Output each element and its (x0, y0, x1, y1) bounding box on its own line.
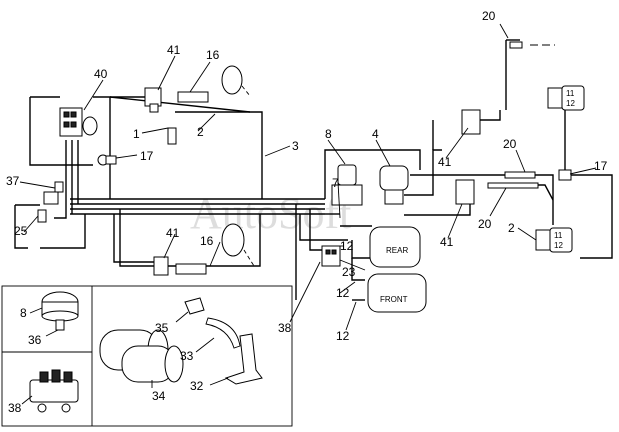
air-dryer-8 (331, 164, 363, 206)
rear-tank-label: REAR (386, 246, 408, 255)
rear-air-tank: REAR (369, 226, 421, 268)
front-tank-label: FRONT (380, 295, 408, 304)
pressure-regulator-4 (379, 165, 409, 205)
brake-chamber-16-bottom (175, 223, 255, 275)
relay-valve-41-bottom (153, 256, 169, 276)
callout-12-c: 12 (336, 329, 350, 343)
callout-leaders (19, 23, 597, 331)
inset-callout-36: 36 (28, 333, 42, 347)
inset-callout-34: 34 (152, 389, 166, 403)
callout-12-a: 12 (340, 239, 354, 253)
callout-20-top: 20 (482, 9, 496, 23)
relay-valve-41-right-upper (461, 109, 481, 135)
callout-2-right: 2 (508, 221, 515, 235)
inset-callout-38: 38 (8, 401, 22, 415)
callout-12-b: 12 (336, 286, 350, 300)
callout-2-top: 2 (197, 125, 204, 139)
inset-callout-8: 8 (20, 306, 27, 320)
relay-valve-41-top (144, 87, 162, 113)
callout-37: 37 (6, 174, 20, 188)
brake-chamber-16-top (177, 65, 251, 103)
drain-valve-25 (37, 209, 47, 223)
callout-17-right: 17 (594, 159, 608, 173)
inset-bracket-32 (209, 333, 263, 386)
relay-valve-41-right-lower (455, 179, 475, 205)
hose-1 (167, 127, 177, 145)
callout-25: 25 (14, 224, 28, 238)
callout-40: 40 (94, 67, 108, 81)
svg-text:11: 11 (554, 231, 563, 240)
inset-callout-33: 33 (180, 349, 194, 363)
spring-brake-chamber-bottom-right: 11 12 (535, 227, 573, 253)
callout-3: 3 (292, 139, 299, 153)
inset-air-tanks-34 (99, 329, 184, 388)
callout-numbers: 41 16 40 1 2 17 3 8 4 37 25 41 16 7 12 2… (6, 9, 608, 343)
svg-text:12: 12 (554, 241, 563, 250)
inset-band-33 (195, 317, 241, 353)
callout-41-top: 41 (167, 43, 181, 57)
flexible-hose-20 (487, 41, 539, 189)
callout-20-mid: 20 (503, 137, 517, 151)
callout-8-main: 8 (325, 127, 332, 141)
callout-20-low: 20 (478, 217, 492, 231)
inset-air-dryer-8 (29, 291, 79, 337)
tee-fitting-17 (97, 154, 117, 166)
callout-4: 4 (372, 127, 379, 141)
callout-23: 23 (342, 265, 356, 279)
inset-strap-35 (175, 297, 205, 323)
front-air-tank: FRONT (367, 273, 427, 313)
valve-37 (43, 181, 64, 205)
inset-callout-35: 35 (155, 321, 169, 335)
callout-41-right-lower: 41 (440, 235, 454, 249)
callout-17-left: 17 (140, 149, 154, 163)
callout-16-bottom: 16 (200, 234, 214, 248)
callout-41-bottom: 41 (166, 226, 180, 240)
callout-38-main: 38 (278, 321, 292, 335)
callout-16-top: 16 (206, 48, 220, 62)
callout-41-right-upper: 41 (438, 155, 452, 169)
brake-valve-40 (59, 107, 98, 137)
spring-brake-chamber-top-right: 11 12 (547, 85, 585, 111)
svg-text:11: 11 (566, 89, 575, 98)
tee-fitting-17-right (558, 169, 572, 181)
parts-inset-panel: 8 36 38 34 35 (1, 285, 293, 427)
callout-7: 7 (332, 176, 339, 190)
protection-valve-38 (321, 245, 341, 267)
svg-text:12: 12 (566, 99, 575, 108)
callout-1: 1 (133, 127, 140, 141)
inset-protection-valve-38 (21, 369, 79, 413)
inset-callout-32: 32 (190, 379, 204, 393)
